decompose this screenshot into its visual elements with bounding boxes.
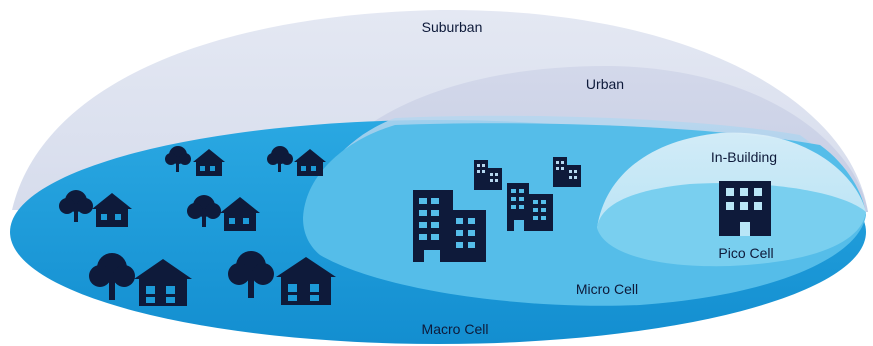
tree-icon — [89, 253, 135, 300]
urban-building-icons — [413, 157, 581, 262]
suburban-label: Suburban — [422, 19, 483, 35]
office-building-icon — [507, 183, 553, 231]
house-icon — [276, 257, 336, 305]
office-building-icon — [474, 160, 502, 190]
residential-icons — [59, 146, 336, 306]
macro-cell-label: Macro Cell — [422, 321, 489, 337]
house-icon — [92, 193, 132, 227]
tree-icon — [228, 251, 274, 298]
tree-icon — [59, 190, 93, 222]
tree-icon — [187, 195, 221, 227]
house-icon — [134, 259, 192, 306]
office-building-icon — [413, 190, 486, 262]
in-building-icon — [719, 181, 771, 236]
urban-label: Urban — [586, 76, 624, 92]
tree-icon — [267, 146, 293, 172]
in-building-label: In-Building — [711, 149, 777, 165]
house-icon — [294, 149, 326, 176]
tree-icon — [165, 146, 191, 172]
micro-cell-label: Micro Cell — [576, 281, 638, 297]
pico-cell-label: Pico Cell — [718, 245, 773, 261]
office-building-icon — [553, 157, 581, 187]
house-icon — [193, 149, 225, 176]
house-icon — [220, 197, 260, 231]
